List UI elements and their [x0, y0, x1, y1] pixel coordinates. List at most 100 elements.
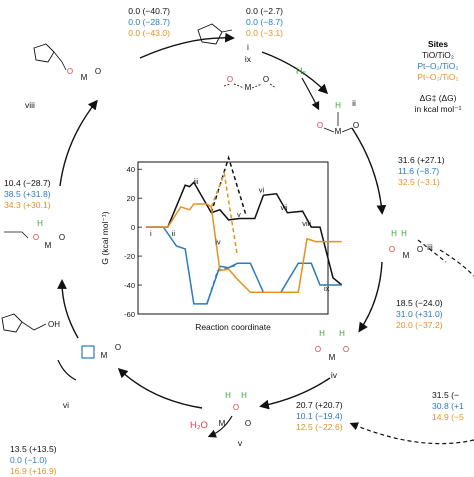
h2-label: H₂: [296, 66, 306, 76]
energy-site-3: 34.3 (+30.1): [4, 200, 51, 210]
atom-m: M: [335, 127, 342, 136]
energy-site-1: 20.7 (+20.7): [296, 400, 343, 410]
atom-h: H: [335, 101, 341, 110]
energy-block-right-mid: 18.5 (−24.0) 31.0 (+31.0) 20.0 (−37.2): [396, 298, 443, 331]
step-label-iii: iii: [427, 242, 433, 252]
plot-step-label: viii: [302, 219, 311, 228]
energy-site-2: 30.8 (+1: [432, 401, 464, 411]
energy-block-bottom-right: 31.5 (− 30.8 (+1 14.9 (−5: [432, 390, 464, 423]
atom-m: M: [219, 419, 226, 428]
dashed-arrow-right-mid: [417, 239, 447, 263]
legend-site-2: Pt–O₂/TiO₂: [417, 61, 459, 71]
step-label-i: i: [247, 42, 249, 52]
fragment-iv: H H O M O: [315, 329, 349, 362]
atom-o: O: [67, 67, 73, 76]
step-label-viii: viii: [25, 100, 35, 110]
y-tick-label: 40: [127, 165, 135, 174]
methylfuran-fragment: [197, 23, 233, 45]
atom-o: O: [263, 75, 269, 84]
atom-m: M: [101, 351, 108, 360]
energy-site-3: 0.0 (−3.1): [246, 28, 284, 38]
arrow-left-to-viii: [59, 99, 98, 187]
atom-o: O: [33, 233, 39, 242]
dashed-arrow-bottom-right: [349, 422, 474, 445]
series-line-dashed: [210, 155, 247, 216]
legend-title: Sites: [427, 39, 449, 49]
arrow-viii-to-i: [139, 32, 235, 59]
energy-site-2: 0.0 (−1.0): [10, 455, 48, 465]
energy-site-2: 10.1 (−19.4): [296, 411, 343, 421]
arrow-v-to-vi: [117, 367, 203, 409]
fragment-i: O M O: [223, 75, 277, 92]
atom-o: O: [315, 345, 321, 354]
atom-o: O: [227, 75, 233, 84]
atom-m: M: [329, 353, 336, 362]
series-line-dashed: [210, 170, 239, 257]
energy-block-right-upper: 31.6 (+27.1) 11.6 (−8.7) 32.5 (−3.1): [398, 155, 445, 188]
energy-site-3: 16.9 (+16.9): [10, 466, 57, 476]
atom-m: M: [81, 73, 88, 82]
plot-step-label: ii: [172, 229, 176, 238]
arrow-iii-to-iv: [358, 261, 383, 333]
h2o-label: H₂O: [190, 420, 208, 431]
energy-block-bottom-left: 13.5 (+13.5) 0.0 (−1.0) 16.9 (+16.9): [10, 444, 57, 477]
atom-m: M: [245, 83, 252, 92]
y-axis-label: G (kcal mol⁻¹): [100, 211, 110, 264]
atom-o: O: [417, 245, 423, 254]
atom-o: O: [245, 419, 251, 428]
atom-m: M: [403, 251, 410, 260]
atom-h: H: [339, 329, 345, 338]
energy-site-3: 12.5 (−22.6): [296, 422, 343, 432]
dashed-arrow-iii-right: [439, 249, 474, 277]
x-axis-label: Reaction coordinate: [195, 322, 271, 332]
energy-site-1: 18.5 (−24.0): [396, 298, 443, 308]
y-tick-label: -60: [124, 310, 135, 319]
plot-step-label: vi: [259, 186, 265, 195]
step-label-ix: ix: [245, 54, 252, 64]
atom-h: H: [225, 391, 231, 400]
legend-units-line-2: in kcal mol⁻¹: [414, 104, 462, 114]
cycle-step-labels: i ix ii iii iv v vi viii: [25, 42, 433, 448]
furfuryl-alcohol-fragment: OH: [1, 313, 60, 333]
fragment-ii: H O M O: [317, 101, 359, 136]
fragment-left: H O M O: [4, 219, 65, 250]
plot-series: [146, 155, 343, 305]
plot-step-label: v: [237, 210, 241, 219]
energy-block-top-left: 0.0 (−40.7) 0.0 (−28.7) 0.0 (−43.0): [92, 6, 170, 39]
step-label-vi: vi: [63, 400, 69, 410]
energy-site-2: 31.0 (+31.0): [396, 309, 443, 319]
atom-o: O: [95, 67, 101, 76]
legend-site-3: Pt–O₃/TiO₂: [417, 72, 459, 82]
energy-block-left-upper: 10.4 (−28.7) 38.5 (+31.8) 34.3 (+30.1): [4, 178, 51, 211]
energy-site-2: 0.0 (−28.7): [128, 17, 170, 27]
y-tick-label: -20: [124, 252, 135, 261]
atom-h: H: [37, 219, 43, 228]
series-line: [146, 181, 343, 286]
series-line: [146, 203, 342, 294]
energy-block-bottom-center: 20.7 (+20.7) 10.1 (−19.4) 12.5 (−22.6): [296, 400, 343, 433]
hydroxyl-label: OH: [48, 320, 60, 329]
energy-site-1: 31.6 (+27.1): [398, 155, 445, 165]
legend-units-line-1: ΔG‡ (ΔG): [419, 93, 457, 103]
plot-step-label: ix: [324, 284, 330, 293]
atom-o: O: [59, 233, 65, 242]
dashed-return-arrows: [349, 239, 474, 445]
y-tick-label: -40: [124, 281, 135, 290]
energy-site-1: 31.5 (−: [432, 390, 459, 400]
atom-h: H: [391, 229, 397, 238]
atom-h: H: [401, 229, 407, 238]
plot-step-label: iii: [194, 177, 199, 186]
arrow-furan-in: [57, 359, 77, 381]
atom-m: M: [45, 241, 52, 250]
plot-step-label: vii: [281, 203, 288, 212]
fragment-iii: H H O M O: [389, 229, 423, 260]
atom-o: O: [389, 245, 395, 254]
step-label-ii: ii: [352, 98, 356, 108]
energy-site-3: 32.5 (−3.1): [398, 177, 440, 187]
fragment-vi: M O: [81, 343, 121, 360]
arrow-ii-to-iii: [351, 127, 387, 215]
arrow-h2-in: [301, 77, 320, 111]
legend-site-1: TiO/TiO₂: [422, 50, 454, 60]
energy-site-3: 20.0 (−37.2): [396, 320, 443, 330]
